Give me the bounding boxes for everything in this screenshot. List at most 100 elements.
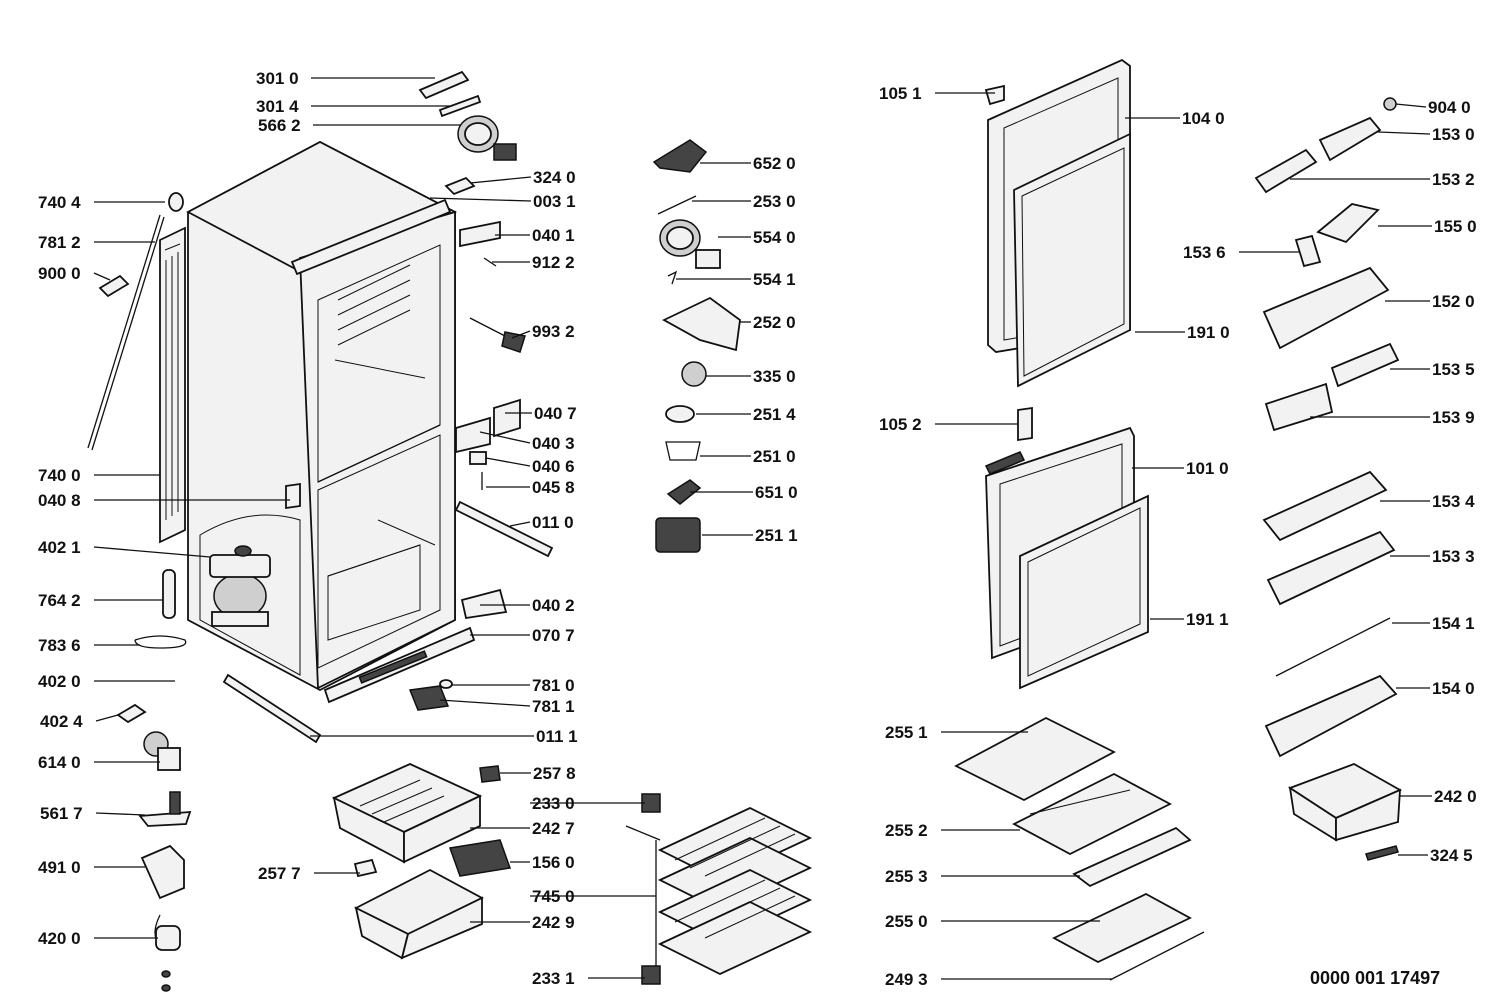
callout-764-2: 764 2: [38, 591, 81, 610]
compressor-part: [116, 545, 271, 992]
centre-small-parts: [652, 139, 741, 553]
wire-shelves: [625, 793, 813, 985]
callout-251-1: 251 1: [755, 526, 798, 545]
leader-line-003-1: [429, 197, 532, 202]
callout-740-0: 740 0: [38, 466, 81, 485]
callout-153-0: 153 0: [1432, 125, 1475, 144]
callout-045-8: 045 8: [532, 478, 575, 497]
callout-153-6: 153 6: [1183, 243, 1226, 262]
leader-line-781-1: [439, 699, 531, 707]
callout-040-2: 040 2: [532, 596, 575, 615]
callout-153-9: 153 9: [1432, 408, 1475, 427]
callout-252-0: 252 0: [753, 313, 796, 332]
callout-105-2: 105 2: [879, 415, 922, 434]
leader-line-040-3: [479, 431, 531, 444]
callout-153-2: 153 2: [1432, 170, 1475, 189]
callout-301-4: 301 4: [256, 97, 299, 116]
callout-651-0: 651 0: [755, 483, 798, 502]
callout-566-2: 566 2: [258, 116, 301, 135]
callout-904-0: 904 0: [1428, 98, 1471, 117]
callout-652-0: 652 0: [753, 154, 796, 173]
callout-554-0: 554 0: [753, 228, 796, 247]
callout-233-0: 233 0: [532, 794, 575, 813]
callout-335-0: 335 0: [753, 367, 796, 386]
leader-line-011-0: [509, 521, 531, 527]
callout-191-1: 191 1: [1186, 610, 1229, 629]
callout-781-2: 781 2: [38, 233, 81, 252]
callout-011-0: 011 0: [532, 513, 574, 532]
callout-900-0: 900 0: [38, 264, 81, 283]
callout-040-7: 040 7: [534, 404, 577, 423]
callout-301-0: 301 0: [256, 69, 299, 88]
callout-003-1: 003 1: [533, 192, 576, 211]
callout-040-1: 040 1: [532, 226, 575, 245]
callout-402-1: 402 1: [38, 538, 81, 557]
callout-251-4: 251 4: [753, 405, 796, 424]
callout-491-0: 491 0: [38, 858, 81, 877]
leader-line-153-0: [1377, 131, 1431, 135]
callout-781-1: 781 1: [532, 697, 575, 716]
cabinet-part: [186, 140, 476, 704]
callout-561-7: 561 7: [40, 804, 83, 823]
top-small-parts: [222, 70, 554, 744]
callout-040-6: 040 6: [532, 457, 575, 476]
callout-233-1: 233 1: [532, 969, 575, 988]
callout-255-2: 255 2: [885, 821, 928, 840]
leader-line-900-0: [93, 272, 111, 281]
callout-253-0: 253 0: [753, 192, 796, 211]
callout-251-0: 251 0: [753, 447, 796, 466]
crisper-drawers: [331, 763, 512, 960]
callout-156-0: 156 0: [532, 853, 575, 872]
callout-781-0: 781 0: [532, 676, 575, 695]
callout-040-3: 040 3: [532, 434, 575, 453]
callout-255-3: 255 3: [885, 867, 928, 886]
callout-040-8: 040 8: [38, 491, 81, 510]
door-bins: [1254, 97, 1403, 861]
callout-249-3: 249 3: [885, 970, 928, 989]
leader-line-402-1: [93, 546, 211, 558]
callout-257-7: 257 7: [258, 864, 301, 883]
callout-153-5: 153 5: [1432, 360, 1475, 379]
leader-line-324-0: [469, 176, 532, 184]
leader-line-402-4: [95, 714, 119, 722]
leader-line-561-7: [95, 812, 146, 816]
callout-153-4: 153 4: [1432, 492, 1475, 511]
callout-155-0: 155 0: [1434, 217, 1477, 236]
callout-614-0: 614 0: [38, 753, 81, 772]
callout-154-1: 154 1: [1432, 614, 1475, 633]
callout-104-0: 104 0: [1182, 109, 1225, 128]
callout-255-0: 255 0: [885, 912, 928, 931]
callout-070-7: 070 7: [532, 626, 575, 645]
callout-257-8: 257 8: [533, 764, 576, 783]
callout-242-7: 242 7: [532, 819, 575, 838]
callout-324-0: 324 0: [533, 168, 576, 187]
callout-242-9: 242 9: [532, 913, 575, 932]
leader-line-904-0: [1395, 103, 1427, 108]
callout-402-4: 402 4: [40, 712, 83, 731]
condenser-part: [87, 192, 186, 544]
part-drawings: [87, 58, 1403, 992]
callout-420-0: 420 0: [38, 929, 81, 948]
callout-191-0: 191 0: [1187, 323, 1230, 342]
leader-line-993-2: [511, 330, 531, 339]
leader-line-040-6: [485, 457, 531, 467]
glass-shelves: [954, 716, 1205, 981]
document-number: 0000 001 17497: [1310, 968, 1440, 988]
callout-154-0: 154 0: [1432, 679, 1475, 698]
doors: [984, 58, 1149, 690]
callout-402-0: 402 0: [38, 672, 81, 691]
leader-lines: [93, 77, 1432, 980]
callout-105-1: 105 1: [879, 84, 922, 103]
callout-745-0: 745 0: [532, 887, 575, 906]
callout-324-5: 324 5: [1430, 846, 1473, 865]
callout-740-4: 740 4: [38, 193, 81, 212]
callout-912-2: 912 2: [532, 253, 575, 272]
callout-255-1: 255 1: [885, 723, 928, 742]
callout-011-1: 011 1: [536, 727, 578, 746]
callout-993-2: 993 2: [532, 322, 575, 341]
callout-554-1: 554 1: [753, 270, 796, 289]
callout-152-0: 152 0: [1432, 292, 1475, 311]
callout-101-0: 101 0: [1186, 459, 1229, 478]
